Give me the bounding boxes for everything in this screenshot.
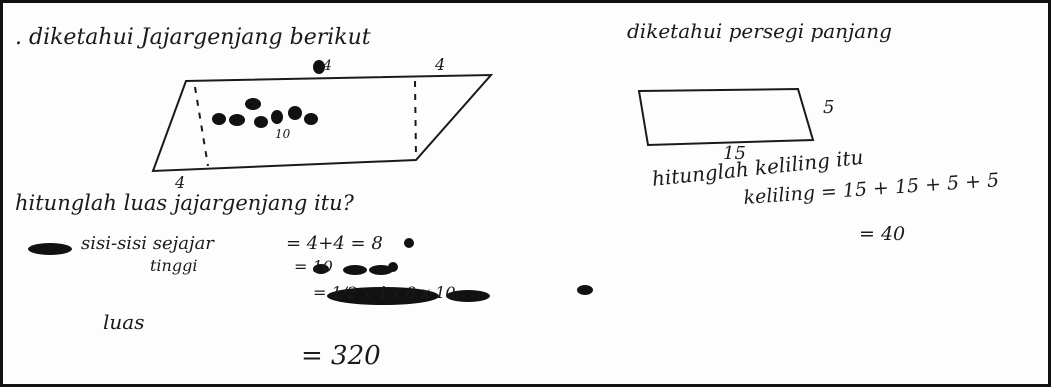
- height-label: tinggi: [150, 256, 198, 275]
- perimeter-result: = 40: [859, 223, 906, 245]
- parallelogram-label-top: 4: [323, 58, 332, 74]
- rectangle-label-width: 5: [823, 97, 835, 118]
- left-problem-question: hitunglah luas jajargenjang itu?: [15, 191, 354, 215]
- parallel-sides-value: = 4+4 = 8: [286, 233, 383, 254]
- parallel-sides-label: sisi-sisi sejajar: [81, 233, 214, 254]
- area-work: = 1/2 x 4 x 8 x 10: [313, 283, 456, 302]
- parallelogram-shape: [151, 73, 494, 173]
- area-result: = 320: [301, 341, 381, 371]
- rectangle-shape: [637, 87, 815, 147]
- sketch-layer: [28, 60, 815, 305]
- scribble-marks: [28, 60, 414, 255]
- parallelogram-label-top-right: 4: [435, 55, 446, 74]
- rectangle-label-length: 15: [723, 143, 746, 164]
- left-problem-statement: . diketahui Jajargenjang berikut: [15, 25, 371, 50]
- parallelogram-height-right: [414, 80, 417, 159]
- height-value: = 10: [294, 257, 333, 276]
- parallelogram-label-bottom-left: 4: [175, 173, 186, 192]
- scribble-marks-work: [313, 262, 593, 305]
- parallelogram-label-inside: 10: [275, 127, 291, 141]
- parallelogram-height-left: [194, 86, 209, 167]
- right-problem-statement: diketahui persegi panjang: [627, 19, 892, 43]
- area-label: luas: [103, 310, 145, 334]
